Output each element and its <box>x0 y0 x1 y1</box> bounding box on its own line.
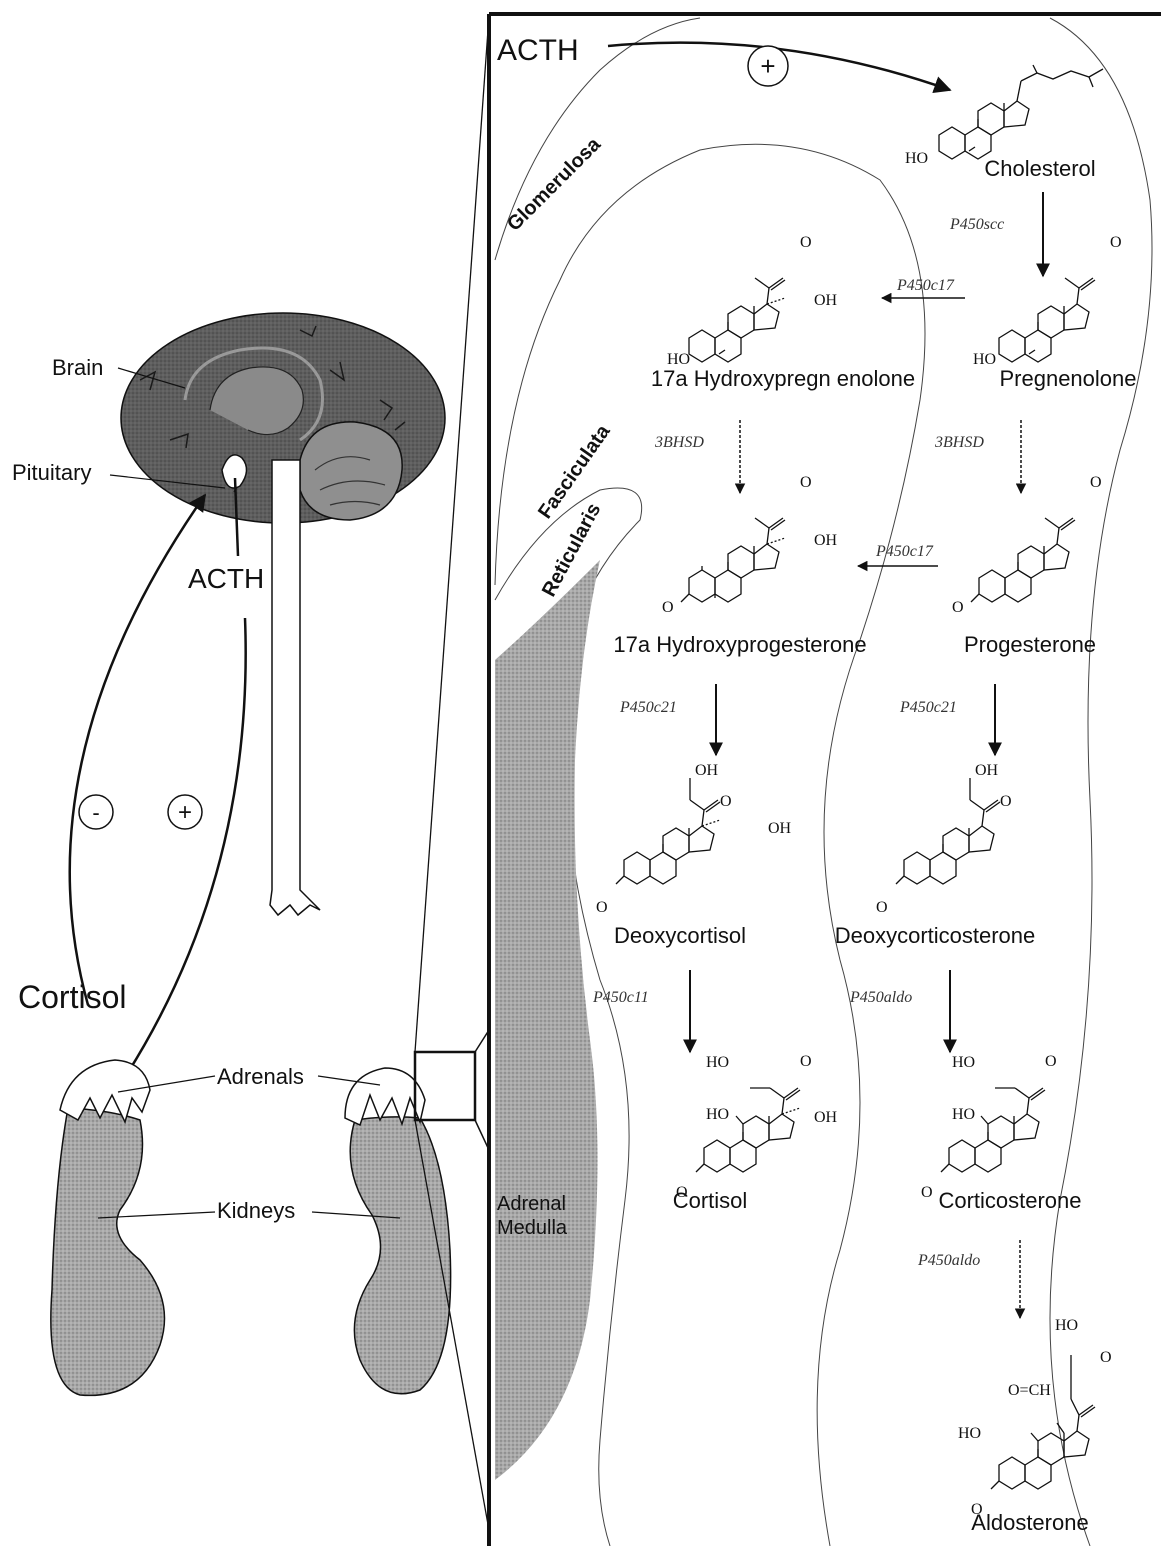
progesterone-o1: O <box>1090 474 1102 491</box>
enzyme-3bhsd-right: 3BHSD <box>934 434 984 451</box>
hydroxyprogesterone-label: 17a Hydroxyprogesterone <box>613 632 866 657</box>
deoxycortisol-structure <box>616 778 720 884</box>
medulla-label-line1: Adrenal <box>497 1193 566 1215</box>
enzyme-p450c17-mid: P450c17 <box>875 543 934 560</box>
enzyme-p450c21-left: P450c21 <box>619 699 677 716</box>
deoxycorticosterone-structure <box>896 778 1000 884</box>
deoxycorticosterone-oh: OH <box>975 762 999 779</box>
hydroxypregnenolone-structure <box>689 278 785 362</box>
brain-illustration <box>121 313 445 915</box>
enzyme-p450aldo-1: P450aldo <box>849 989 912 1006</box>
enzyme-3bhsd-left: 3BHSD <box>654 434 704 451</box>
cortisol-oh: OH <box>814 1109 838 1126</box>
deoxycortisol-oh2: OH <box>768 820 792 837</box>
plus-sign-text: + <box>178 799 192 826</box>
cortisol-pathway-label: Cortisol <box>673 1188 748 1213</box>
enzyme-p450aldo-2: P450aldo <box>917 1252 980 1269</box>
aldosterone-ho2: HO <box>958 1425 981 1442</box>
pregnenolone-structure <box>999 278 1095 362</box>
hydroxypregnenolone-oh: OH <box>814 292 838 309</box>
pregnenolone-ho: HO <box>973 351 996 368</box>
adrenal-medulla-region <box>495 560 600 1480</box>
acth-plus-text: + <box>760 51 775 81</box>
aldosterone-structure <box>991 1355 1095 1489</box>
pathway-acth-label: ACTH <box>497 34 579 67</box>
pituitary-label: Pituitary <box>12 460 91 485</box>
deoxycortisol-oh1: OH <box>695 762 719 779</box>
acth-label: ACTH <box>188 563 264 594</box>
kidneys-label: Kidneys <box>217 1198 295 1223</box>
glomerulosa-label: Glomerulosa <box>503 133 606 236</box>
enzyme-p450scc: P450scc <box>949 216 1004 233</box>
deoxycorticosterone-o2: O <box>876 899 888 916</box>
zoom-box <box>415 1052 475 1120</box>
corticosterone-ho1: HO <box>952 1054 975 1071</box>
deoxycorticosterone-o1: O <box>1000 793 1012 810</box>
deoxycortisol-o1: O <box>720 793 732 810</box>
deoxycortisol-label: Deoxycortisol <box>614 923 746 948</box>
fasciculata-label: Fasciculata <box>534 420 615 523</box>
enzyme-p450c21-right: P450c21 <box>899 699 957 716</box>
aldosterone-label: Aldosterone <box>971 1510 1088 1535</box>
aldosterone-och: O=CH <box>1008 1382 1051 1399</box>
cholesterol-ho: HO <box>905 150 928 167</box>
aldosterone-o1: O <box>1100 1349 1112 1366</box>
anatomy-panel: Brain Pituitary ACTH - + Cortisol Adrena… <box>12 16 489 1530</box>
progesterone-label: Progesterone <box>964 632 1096 657</box>
pathway-panel: Glomerulosa Fasciculata Reticularis Adre… <box>489 14 1161 1546</box>
pregnenolone-o: O <box>1110 234 1122 251</box>
cholesterol-structure <box>939 65 1103 159</box>
cholesterol-label: Cholesterol <box>984 156 1095 181</box>
cortisol-o1: O <box>800 1053 812 1070</box>
deoxycorticosterone-label: Deoxycorticosterone <box>835 923 1036 948</box>
enzyme-p450c11: P450c11 <box>592 989 649 1006</box>
left-kidney <box>51 1108 165 1395</box>
adrenals-label: Adrenals <box>217 1064 304 1089</box>
hydroxypregnenolone-o: O <box>800 234 812 251</box>
cortisol-label: Cortisol <box>18 979 126 1015</box>
cortisol-ho1: HO <box>706 1054 729 1071</box>
progesterone-o2: O <box>952 599 964 616</box>
acth-stimulation-arrow <box>118 618 246 1088</box>
cortisol-ho2: HO <box>706 1106 729 1123</box>
enzyme-p450c17-top: P450c17 <box>896 277 955 294</box>
corticosterone-label: Corticosterone <box>938 1188 1081 1213</box>
medulla-label-line2: Medulla <box>497 1217 568 1239</box>
hydroxyprogesterone-o1: O <box>800 474 812 491</box>
corticosterone-o2: O <box>921 1184 933 1201</box>
hydroxyprogesterone-oh: OH <box>814 532 838 549</box>
hydroxypregnenolone-label: 17a Hydroxypregn enolone <box>651 366 915 391</box>
pregnenolone-label: Pregnenolone <box>999 366 1136 391</box>
deoxycortisol-o2: O <box>596 899 608 916</box>
minus-sign-text: - <box>92 800 99 825</box>
hydroxyprogesterone-o2: O <box>662 599 674 616</box>
cortisol-structure <box>696 1088 800 1172</box>
cortisol-feedback-arrow <box>70 495 205 1005</box>
brain-label: Brain <box>52 355 103 380</box>
corticosterone-ho2: HO <box>952 1106 975 1123</box>
corticosterone-o1: O <box>1045 1053 1057 1070</box>
hydroxyprogesterone-structure <box>681 518 785 602</box>
progesterone-structure <box>971 518 1075 602</box>
corticosterone-structure <box>941 1088 1045 1172</box>
right-kidney <box>350 1117 450 1394</box>
aldosterone-ho1: HO <box>1055 1317 1078 1334</box>
